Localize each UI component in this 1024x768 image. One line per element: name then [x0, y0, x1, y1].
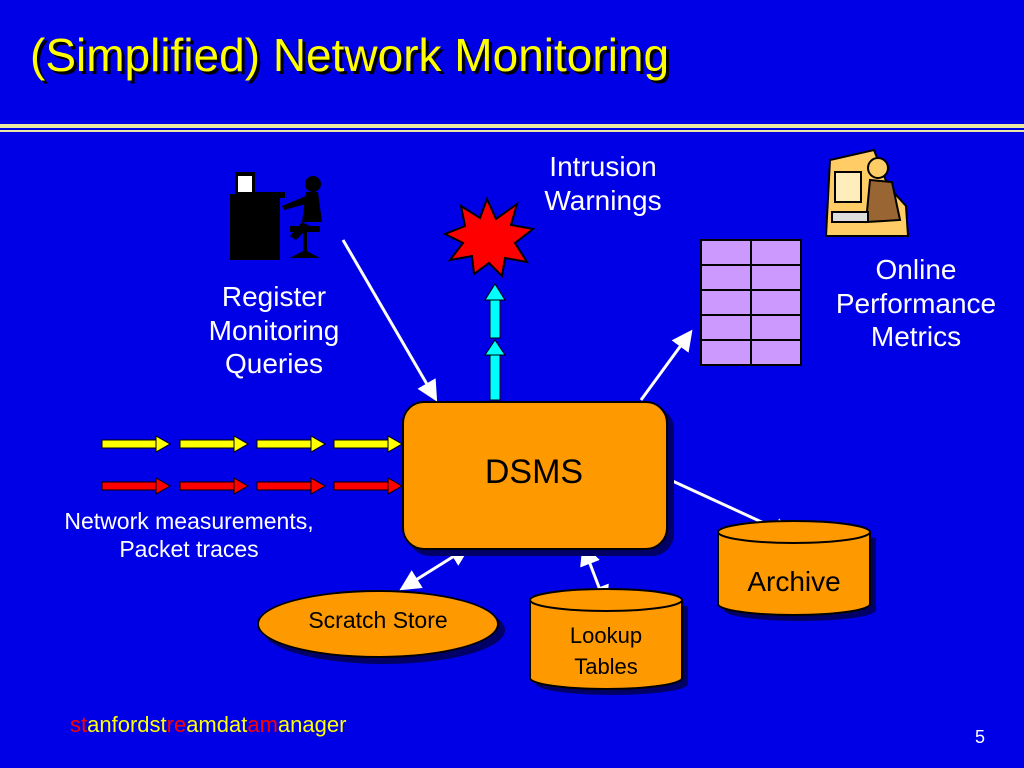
archive-label: Archive: [747, 566, 841, 597]
footer-seg: re: [166, 712, 187, 737]
stream-arrow: [101, 435, 172, 453]
stream-arrow: [333, 477, 404, 495]
stream-arrows-yellow: [101, 435, 404, 453]
network-traces-label: Network measurements,Packet traces: [64, 508, 314, 562]
explosion-warning-icon: [442, 196, 536, 279]
dsms-label: DSMS: [484, 453, 584, 491]
footer-seg: anfordst: [87, 712, 167, 737]
arrow-queries-to-dsms: [341, 239, 438, 402]
slide-title: (Simplified) Network Monitoring: [30, 29, 670, 81]
stream-arrow: [256, 477, 327, 495]
stream-arrow: [333, 435, 404, 453]
archive-cylinder: [717, 520, 876, 621]
stream-arrow: [101, 477, 172, 495]
stream-arrow: [256, 435, 327, 453]
footer-brand: stanfordstreamdatamanager: [70, 712, 346, 738]
arrow-dsms-to-metrics: [639, 329, 693, 401]
stream-arrow: [179, 435, 250, 453]
footer-seg: anager: [277, 712, 347, 737]
person-at-terminal-icon: [824, 148, 910, 237]
footer-seg: amdat: [186, 712, 248, 737]
title-divider: [0, 124, 1024, 128]
metrics-table-icon: [700, 239, 802, 366]
footer-seg: st: [70, 712, 88, 737]
footer-seg: am: [247, 712, 278, 737]
lookup-tables-cylinder: [529, 588, 688, 695]
warning-up-arrow-upper: [484, 283, 506, 339]
title-divider-thin: [0, 130, 1024, 132]
page-number: 5: [975, 727, 986, 747]
stream-arrows-red: [101, 477, 404, 495]
person-at-computer-icon: [230, 172, 322, 260]
stream-arrow: [179, 477, 250, 495]
dsms-node: [402, 401, 668, 550]
warning-up-arrow-lower: [484, 339, 506, 401]
scratch-store-label: Scratch Store: [308, 607, 448, 633]
scratch-store-node: [257, 590, 499, 658]
arrow-dsms-scratch: [399, 545, 471, 591]
